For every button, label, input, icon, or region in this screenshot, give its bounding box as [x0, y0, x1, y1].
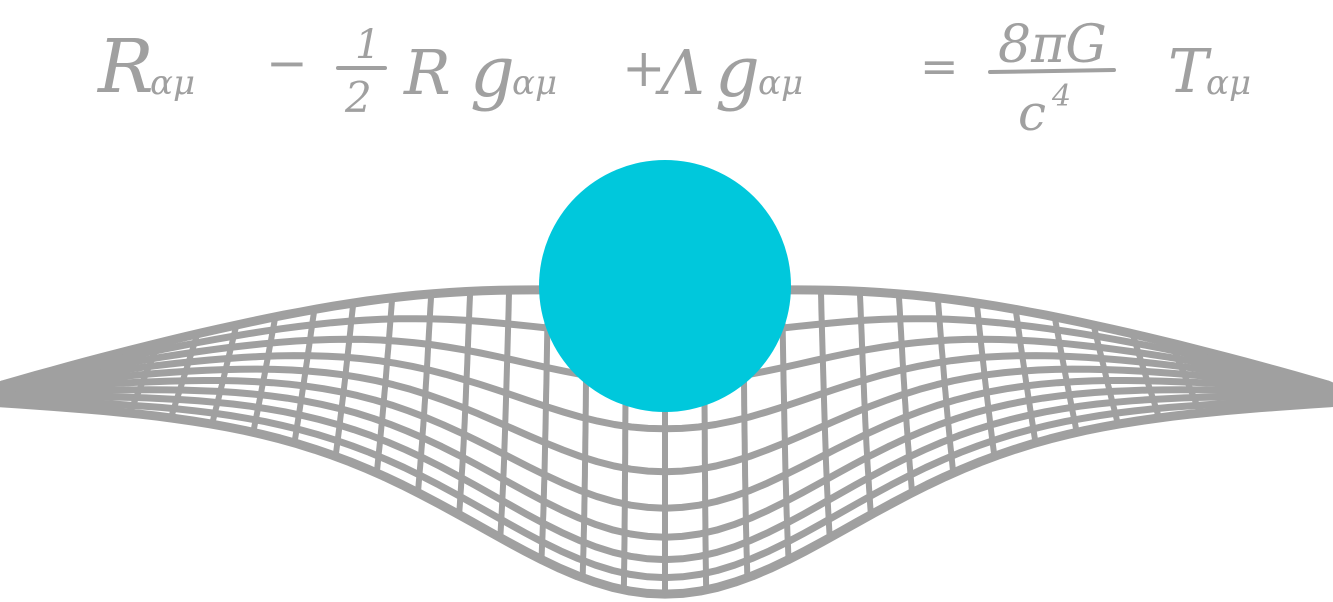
mesh-line	[497, 287, 513, 541]
metric-tensor-subscript-2: αμ	[758, 63, 803, 103]
half-denominator: 2	[344, 73, 372, 122]
mesh-line	[332, 300, 357, 460]
coefficient-denominator: c	[1018, 84, 1046, 142]
mesh-line	[1246, 360, 1286, 409]
mesh-line	[1285, 370, 1327, 407]
half-numerator: 1	[355, 22, 380, 68]
mesh-line	[126, 340, 162, 417]
mesh-line	[3, 370, 45, 407]
mesh-line	[209, 322, 240, 428]
metric-tensor-subscript-1: αμ	[512, 63, 557, 103]
ricci-tensor-subscript: αμ	[150, 63, 195, 103]
minus-sign: −	[266, 34, 308, 92]
mesh-line	[85, 350, 123, 413]
mesh-line	[1090, 322, 1121, 428]
mesh-line	[456, 288, 474, 518]
coefficient-denominator-exponent: 4	[1051, 79, 1071, 114]
mesh-line	[895, 290, 916, 496]
mesh-line	[934, 294, 957, 476]
spacetime-mesh	[0, 285, 1333, 599]
ricci-scalar-symbol: R	[403, 36, 451, 109]
mesh-line	[373, 294, 396, 476]
mesh-line	[1012, 306, 1039, 446]
ricci-tensor-symbol: R	[96, 24, 154, 110]
mesh-line	[414, 290, 435, 496]
plus-sign: +	[622, 39, 666, 99]
einstein-field-equation: R αμ − 1 2 R g αμ + Λ g αμ = 8πG c 4 T α…	[96, 15, 1251, 142]
stress-energy-tensor-symbol: T	[1168, 37, 1212, 107]
mesh-line	[1207, 350, 1245, 413]
mesh-line	[1051, 313, 1080, 436]
mesh-line	[291, 306, 318, 446]
mesh-line	[167, 330, 201, 421]
mesh-line	[817, 287, 833, 541]
mesh-line	[1129, 330, 1163, 421]
coefficient-numerator: 8πG	[998, 15, 1107, 75]
stress-energy-tensor-subscript: αμ	[1206, 63, 1251, 103]
massive-sphere	[539, 160, 791, 412]
mesh-line	[856, 288, 874, 518]
mesh-line	[250, 313, 279, 436]
metric-tensor-symbol-1: g	[470, 31, 515, 113]
mesh-line	[973, 300, 998, 460]
metric-tensor-symbol-2: g	[715, 31, 760, 113]
mesh-line	[1168, 340, 1204, 417]
mesh-line	[778, 286, 792, 563]
coefficient-fraction-bar	[988, 68, 1116, 74]
mesh-line	[538, 286, 552, 563]
mesh-line	[44, 360, 84, 409]
cosmological-constant-symbol: Λ	[655, 36, 705, 109]
equals-sign: =	[920, 39, 959, 93]
